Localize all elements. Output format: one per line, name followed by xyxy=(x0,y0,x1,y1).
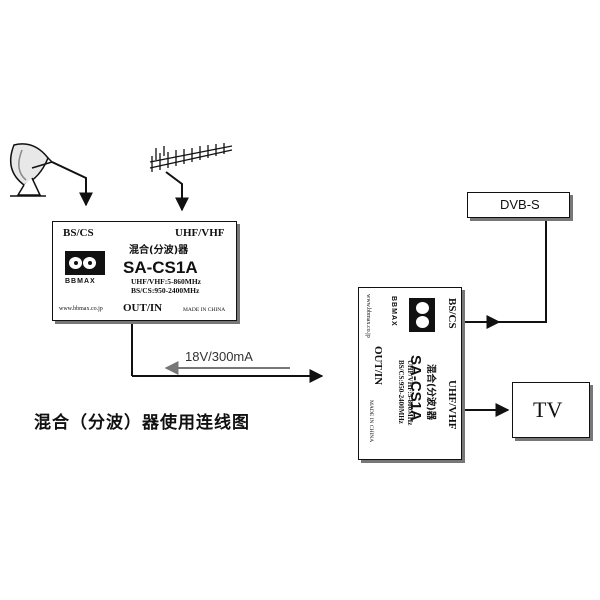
mixer-device-1: BS/CS UHF/VHF BBMAX 混合(分波)器 SA-CS1A UHF/… xyxy=(52,221,237,321)
dev1-port-bscs: BS/CS xyxy=(63,227,94,239)
power-label: 18V/300mA xyxy=(185,349,253,364)
tv-set: TV xyxy=(512,382,590,438)
antenna-cable xyxy=(165,171,189,212)
dev2-spec-uhf: UHF/VHF:5-860MHz xyxy=(406,360,414,426)
dev2-made-in: MADE IN CHINA xyxy=(368,400,374,443)
dev2-spec-bscs: BS/CS:950-2400MHz xyxy=(397,360,405,424)
tv-label: TV xyxy=(533,397,563,422)
bscs-cable xyxy=(460,216,547,323)
dev1-model-cn: 混合(分波)器 xyxy=(129,245,189,256)
dev2-website: www.bbmax.co.jp xyxy=(365,294,371,338)
dev1-made-in: MADE IN CHINA xyxy=(183,307,226,313)
dev1-website: www.bbmax.co.jp xyxy=(59,306,103,312)
dev1-port-uhf: UHF/VHF xyxy=(175,227,225,239)
dev2-port-bscs: BS/CS xyxy=(446,298,458,329)
dev2-port-uhf: UHF/VHF xyxy=(446,380,458,430)
mixer-device-2: www.bbmax.co.jp BBMAX BS/CS OUT/IN 混合(分波… xyxy=(358,287,462,460)
dev2-brand: BBMAX xyxy=(390,296,397,327)
yagi-antenna-icon xyxy=(149,143,233,172)
dev2-model-cn: 混合(分波)器 xyxy=(425,364,436,421)
dev1-spec-bscs: BS/CS:950-2400MHz xyxy=(131,286,200,295)
dev2-port-out: OUT/IN xyxy=(372,346,384,386)
satellite-dish-icon xyxy=(9,143,53,197)
dvb-s-receiver: DVB-S xyxy=(467,192,570,218)
dish-cable xyxy=(51,161,93,207)
diagram-caption: 混合（分波）器使用连线图 xyxy=(34,413,250,433)
bbmax-logo-icon xyxy=(65,251,105,275)
dev1-brand: BBMAX xyxy=(65,278,96,285)
dev1-port-out: OUT/IN xyxy=(123,302,163,314)
dev1-model: SA-CS1A xyxy=(123,258,198,277)
dev1-spec-uhf: UHF/VHF:5-860MHz xyxy=(131,277,201,286)
bbmax-logo-icon xyxy=(409,298,435,332)
dvb-s-label: DVB-S xyxy=(500,197,540,212)
